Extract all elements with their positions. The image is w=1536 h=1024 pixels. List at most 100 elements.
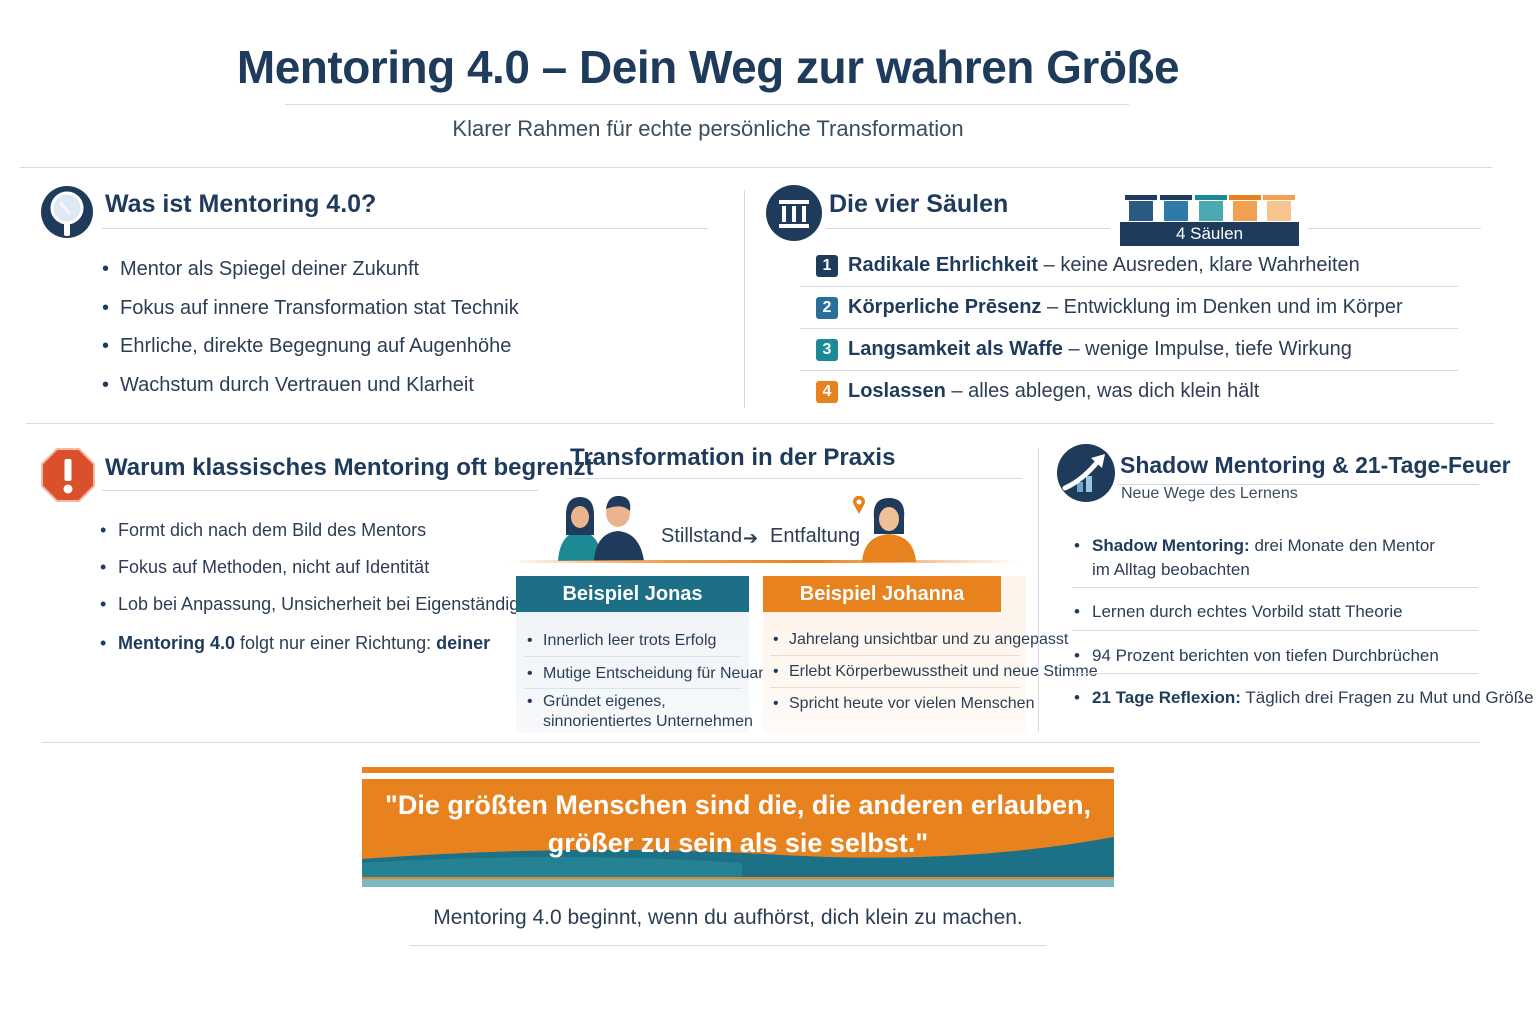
quote-line-2: größer zu sein als sie selbst." — [547, 828, 929, 858]
warning-icon — [40, 447, 96, 503]
praxis-to: Entfaltung — [770, 525, 861, 547]
list-item: Mutige Entscheidung für Neuanfang — [527, 657, 798, 690]
pillar-number: 4 — [816, 380, 838, 403]
pillar-item: 3 Langsamkeit als Waffe – wenige Impulse,… — [816, 338, 1461, 361]
pillar-icon — [766, 185, 822, 241]
list-item: Ehrliche, direkte Begegnung auf Augenhöh… — [102, 327, 519, 366]
pillar-divider — [800, 328, 1458, 329]
list-item: Fokus auf Methoden, nicht auf Identität — [100, 549, 547, 586]
closing-statement: Mentoring 4.0 beginnt, wenn du aufhörst,… — [433, 906, 1023, 929]
list-item: Erlebt Körperbewusstheit und neue Stimme — [773, 656, 1098, 688]
jonas-list: Innerlich leer trots Erfolg Mutige Entsc… — [527, 624, 798, 690]
mid-vertical-divider — [1038, 448, 1039, 732]
why-brand: Mentoring 4.0 — [118, 633, 236, 653]
jonas-list-last: Gründet eigenes, sinnorientiertes Unterne… — [527, 692, 753, 732]
list-item: Shadow Mentoring: drei Monate den Mentor… — [1074, 534, 1534, 582]
shadow-underline — [1117, 484, 1479, 485]
list-item: Mentor als Spiegel deiner Zukunft — [102, 250, 519, 289]
jonas-divider — [524, 688, 742, 689]
pillar-number: 2 — [816, 296, 838, 319]
pillar-desc: – alles ablegen, was dich klein hält — [945, 380, 1260, 402]
list-item: Fokus auf innere Transformation stat Tec… — [102, 289, 519, 328]
growth-chart-icon — [1057, 444, 1115, 502]
pillars-badge-label: 4 Säulen — [1120, 222, 1299, 246]
columns-icon — [1125, 195, 1295, 221]
why-underline — [102, 490, 538, 491]
middle-divider — [26, 423, 1494, 424]
quote-banner — [362, 767, 1114, 887]
list-item: Mentoring 4.0 folgt nur einer Richtung: … — [100, 625, 547, 662]
pillar-divider — [800, 286, 1458, 287]
praxis-from: Stillstand — [661, 525, 743, 547]
list-item: 94 Prozent berichten von tiefen Durchbrü… — [1074, 644, 1534, 668]
johanna-list: Jahrelang unsichtbar und zu angepasst Er… — [773, 624, 1098, 720]
list-item: Innerlich leer trots Erfolg — [527, 624, 798, 657]
page-subtitle: Klarer Rahmen für echte persönliche Tran… — [452, 116, 964, 141]
bottom-divider — [42, 742, 1480, 743]
pillar-name: Körperliche Prēsenz — [848, 296, 1042, 318]
shadow-item-text: Täglich drei Fragen zu Mut und Größe — [1240, 688, 1534, 707]
pillar-item: 4 Loslassen – alles ablegen, was dich kle… — [816, 380, 1461, 403]
jonas-item-line2: sinnorientiertes Unternehmen — [543, 713, 753, 730]
top-vertical-divider — [744, 190, 745, 408]
pillar-name: Loslassen — [848, 380, 946, 402]
pillars-underline-right — [1308, 228, 1481, 229]
title-underline — [285, 104, 1129, 105]
quote-text: "Die größten Menschen sind die, die ande… — [362, 786, 1114, 862]
jonas-item-line1: Gründet eigenes, — [543, 693, 666, 710]
arrow-right-icon: ➔ — [743, 528, 759, 548]
page-title: Mentoring 4.0 – Dein Weg zur wahren Größ… — [236, 41, 1180, 93]
shadow-divider — [1072, 587, 1478, 588]
magnifier-icon — [40, 186, 94, 240]
johanna-divider — [770, 655, 1020, 656]
list-item: Formt dich nach dem Bild des Mentors — [100, 512, 547, 549]
shadow-divider — [1072, 630, 1478, 631]
praxis-underline — [566, 478, 1022, 479]
shadow-list: Shadow Mentoring: drei Monate den Mentor… — [1074, 534, 1534, 710]
people-pair-icon — [552, 493, 652, 563]
location-pin-icon — [852, 495, 866, 514]
pillar-divider — [800, 370, 1458, 371]
what-is-title: Was ist Mentoring 4.0? — [105, 190, 377, 218]
shadow-item-label: 21 Tage Reflexion: — [1092, 688, 1241, 707]
pillars-underline-left — [826, 228, 1110, 229]
shadow-item-line2: im Alltag beobachten — [1092, 560, 1250, 579]
shadow-subtitle: Neue Wege des Lernens — [1121, 485, 1298, 502]
pillar-desc: – Entwicklung im Denken und im Körper — [1041, 296, 1403, 318]
shadow-item-label: Shadow Mentoring: — [1092, 536, 1250, 555]
pillar-number: 1 — [816, 254, 838, 277]
list-item: 21 Tage Reflexion: Täglich drei Fragen z… — [1074, 686, 1534, 710]
why-direction: deiner — [436, 633, 491, 653]
list-item: Jahrelang unsichtbar und zu angepasst — [773, 624, 1098, 656]
johanna-card-title: Beispiel Johanna — [763, 576, 1001, 612]
what-is-underline — [102, 228, 708, 229]
list-item: Lob bei Anpassung, Unsicherheit bei Eige… — [100, 586, 547, 623]
pillar-desc: – wenige Impulse, tiefe Wirkung — [1062, 338, 1352, 360]
list-item: Spricht heute vor vielen Menschen — [773, 688, 1098, 720]
pillars-title: Die vier Säulen — [829, 190, 1009, 218]
person-icon — [858, 494, 920, 564]
shadow-title: Shadow Mentoring & 21-Tage-Feuer — [1120, 452, 1511, 478]
list-item: Lernen durch echtes Vorbild statt Theori… — [1074, 600, 1534, 624]
pillar-number: 3 — [816, 338, 838, 361]
pillar-name: Langsamkeit als Waffe — [848, 338, 1063, 360]
why-title: Warum klassisches Mentoring oft begrenzt — [105, 454, 594, 481]
shadow-item-text: drei Monate den Mentor — [1249, 536, 1435, 555]
header-divider — [20, 167, 1492, 168]
pillar-item: 2 Körperliche Prēsenz – Entwicklung im De… — [816, 296, 1461, 319]
closing-underline — [410, 945, 1046, 946]
why-list: Formt dich nach dem Bild des Mentors Fok… — [100, 512, 547, 662]
quote-banner-shape — [362, 767, 1114, 887]
pillars-badge: 4 Säulen — [1120, 192, 1300, 246]
list-item: Wachstum durch Vertrauen und Klarheit — [102, 366, 519, 405]
jonas-divider — [524, 656, 742, 657]
pillar-name: Radikale Ehrlichkeit — [848, 254, 1039, 276]
quote-line-1: "Die größten Menschen sind die, die ande… — [385, 790, 1091, 820]
what-is-list: Mentor als Spiegel deiner Zukunft Fokus … — [102, 250, 519, 404]
list-item: Gründet eigenes, sinnorientiertes Unterne… — [527, 692, 753, 732]
shadow-divider — [1072, 673, 1478, 674]
praxis-title: Transformation in der Praxis — [570, 444, 896, 471]
jonas-card-title: Beispiel Jonas — [516, 576, 749, 612]
praxis-arrow-line — [506, 560, 1020, 563]
